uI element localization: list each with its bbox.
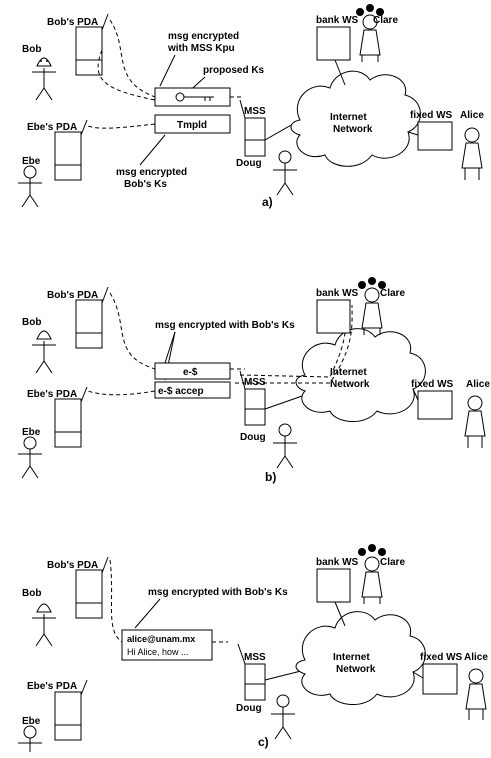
clare-figure [358, 544, 386, 604]
annotation-msg-encrypted: msg encrypted with Bob's Ks [155, 320, 295, 331]
alice-figure [465, 396, 485, 448]
panel-b: Bob's PDA Bob Ebe's PDA Ebe msg [18, 277, 490, 484]
alice-figure [462, 128, 482, 180]
annotation-msg-encrypted: msg encrypted with Bob's Ks [148, 587, 288, 598]
doug-label: Doug [236, 158, 262, 169]
ebe-label: Ebe [22, 716, 41, 727]
email-body: Hi Alice, how ... [127, 647, 189, 657]
annotation-msg-encrypted: msg encrypted [168, 31, 239, 42]
bank-ws-label: bank WS [316, 557, 359, 568]
clare-label: Clare [380, 557, 405, 568]
e-cash-label: e-$ [183, 367, 198, 378]
bank-ws-box [317, 300, 350, 333]
bob-label: Bob [22, 44, 41, 55]
flow-bob-to-mss [110, 20, 155, 97]
clare-figure [356, 4, 384, 62]
bob-figure [32, 604, 56, 646]
ebe-figure [18, 726, 42, 752]
doug-label: Doug [240, 432, 266, 443]
ebe-label: Ebe [22, 156, 41, 167]
ebe-pda-label: Ebe's PDA [27, 681, 77, 692]
bob-pda-label: Bob's PDA [47, 290, 98, 301]
panel-a: Bob's PDA Bob Ebe's PDA Ebe [18, 4, 484, 209]
clare-figure [358, 277, 386, 335]
fixed-ws-box [423, 664, 457, 694]
bob-figure [32, 331, 56, 373]
email-address: alice@unam.mx [127, 634, 195, 644]
bank-ws-label: bank WS [316, 15, 359, 26]
tmpld-label: Tmpld [177, 120, 207, 131]
cloud-internet: Internet [333, 652, 370, 663]
annotation-with-mss-kpu: with MSS Kpu [167, 43, 235, 54]
cloud-network: Network [330, 379, 370, 390]
ebe-pda-label: Ebe's PDA [27, 122, 77, 133]
internet-cloud: Internet Network [296, 612, 425, 705]
cloud-network: Network [336, 664, 376, 675]
cloud-internet: Internet [330, 112, 367, 123]
internet-cloud: Internet Network [296, 329, 425, 422]
bob-figure [32, 58, 56, 100]
ebe-pda-label: Ebe's PDA [27, 389, 77, 400]
alice-label: Alice [464, 652, 488, 663]
annotation-msg-encrypted-2: msg encrypted [116, 167, 187, 178]
internet-cloud: Internet Network [291, 71, 420, 166]
panel-b-label: b) [265, 470, 276, 484]
bob-pda-label: Bob's PDA [47, 560, 98, 571]
bob-label: Bob [22, 588, 41, 599]
doug-figure [273, 151, 297, 195]
alice-label: Alice [460, 110, 484, 121]
bob-pda-label: Bob's PDA [47, 17, 98, 28]
fixed-ws-label: fixed WS [420, 652, 463, 663]
panel-c-label: c) [258, 735, 269, 749]
panel-c: Bob's PDA Bob Ebe's PDA Ebe msg encrypte… [18, 544, 488, 752]
bob-label: Bob [22, 317, 41, 328]
fixed-ws-label: fixed WS [411, 379, 454, 390]
bank-ws-box [317, 569, 350, 602]
email-message: alice@unam.mx Hi Alice, how ... [122, 630, 212, 660]
annotation-proposed-ks: proposed Ks [203, 65, 265, 76]
ebe-figure [18, 166, 42, 207]
fixed-ws-box [418, 391, 452, 419]
bank-ws-box [317, 27, 350, 60]
encrypted-key-message [155, 88, 230, 106]
tmpld-message: Tmpld [155, 115, 230, 133]
doug-figure [273, 424, 297, 468]
mss-label: MSS [244, 377, 266, 388]
mss-label: MSS [244, 652, 266, 663]
doug-label: Doug [236, 703, 262, 714]
bank-ws-label: bank WS [316, 288, 359, 299]
panel-a-label: a) [262, 195, 273, 209]
cloud-internet: Internet [330, 367, 367, 378]
fixed-ws-box [418, 122, 452, 150]
ebe-figure [18, 437, 42, 478]
alice-figure [466, 669, 486, 720]
ebe-label: Ebe [22, 427, 41, 438]
annotation-bobs-ks: Bob's Ks [124, 179, 167, 190]
e-cash-message: e-$ [155, 363, 230, 379]
clare-label: Clare [380, 288, 405, 299]
cloud-network: Network [333, 124, 373, 135]
alice-label: Alice [466, 379, 490, 390]
fixed-ws-label: fixed WS [410, 110, 453, 121]
e-cash-accept-message: e-$ accep [155, 382, 230, 398]
e-cash-accept-label: e-$ accep [158, 386, 204, 397]
mss-label: MSS [244, 106, 266, 117]
doug-figure [271, 695, 295, 739]
